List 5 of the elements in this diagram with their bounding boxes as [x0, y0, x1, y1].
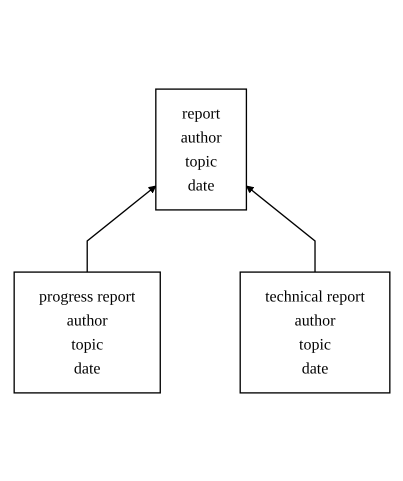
node-box: progress report author topic date — [13, 270, 160, 394]
arrow — [246, 185, 316, 272]
node-box: report author topic date — [154, 88, 247, 210]
node-box: technical report author topic date — [239, 270, 390, 394]
arrow — [86, 185, 156, 272]
